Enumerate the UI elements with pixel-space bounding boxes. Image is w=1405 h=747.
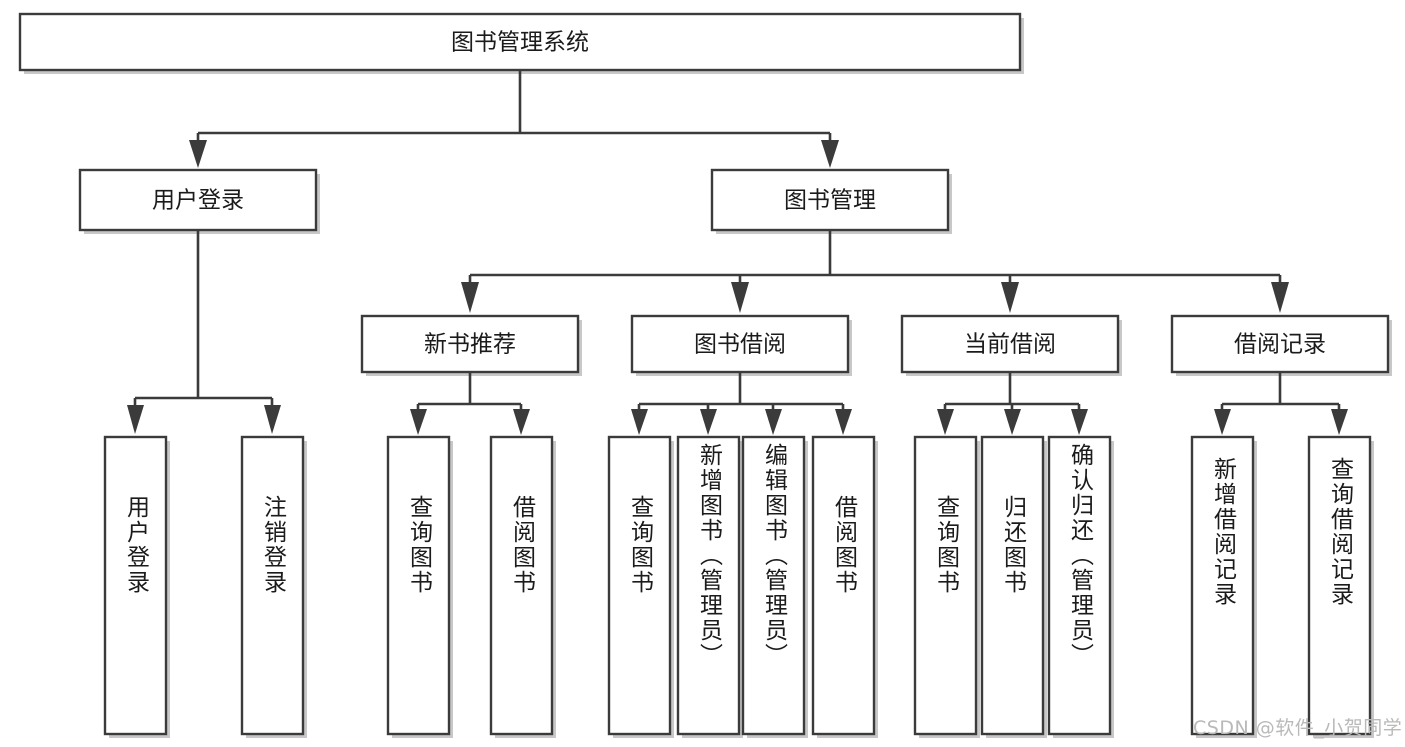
arrow-head-current-borrow bbox=[1001, 282, 1019, 313]
arrow-head-book-borrow bbox=[731, 282, 749, 313]
node-user-login-box bbox=[78, 168, 318, 232]
node-root-box bbox=[18, 12, 1022, 72]
csdn-watermark: CSDN @软件_小贺同学 bbox=[1193, 717, 1403, 739]
connector-current-borrow-to-leaves bbox=[937, 372, 1088, 435]
leaf-box-query-book-1[interactable] bbox=[386, 435, 453, 738]
node-borrow-record-box bbox=[1170, 314, 1390, 374]
leaf-box-add-book[interactable] bbox=[676, 435, 743, 738]
leaf-box-add-record[interactable] bbox=[1190, 435, 1257, 738]
arrow-head-new-book-recommend bbox=[461, 282, 479, 313]
leaf-box-query-book-3[interactable] bbox=[913, 435, 980, 738]
node-root-label: 图书管理系统 bbox=[451, 30, 589, 56]
arrow-head-book-management bbox=[821, 140, 839, 168]
node-user-login-label: 用户登录 bbox=[152, 188, 244, 214]
arrow-head-leaf-borrow-book-1 bbox=[513, 409, 530, 435]
node-current-borrow-box bbox=[900, 314, 1120, 374]
node-book-borrow-label: 图书借阅 bbox=[694, 332, 786, 358]
leaf-boxes bbox=[103, 435, 1374, 738]
leaf-box-query-book-2[interactable] bbox=[607, 435, 674, 738]
node-book-borrow[interactable]: 图书借阅 bbox=[630, 314, 852, 376]
leaf-box-query-record[interactable] bbox=[1307, 435, 1374, 738]
arrow-head-leaf-query-record bbox=[1331, 409, 1348, 435]
arrow-head-leaf-return-book bbox=[1004, 409, 1021, 435]
node-new-book-recommend[interactable]: 新书推荐 bbox=[360, 314, 582, 376]
node-root[interactable]: 图书管理系统 bbox=[18, 12, 1024, 74]
arrow-head-user-login bbox=[189, 140, 207, 168]
node-current-borrow-label: 当前借阅 bbox=[964, 332, 1056, 358]
leaf-box-return-book[interactable] bbox=[980, 435, 1047, 738]
arrow-head-leaf-user-login bbox=[127, 405, 144, 434]
leaf-box-borrow-book-2[interactable] bbox=[811, 435, 878, 738]
arrow-head-leaf-borrow-book-2 bbox=[835, 409, 852, 435]
leaf-box-borrow-book-1[interactable] bbox=[489, 435, 556, 738]
node-user-login[interactable]: 用户登录 bbox=[78, 168, 320, 234]
connector-user-login-to-leaves bbox=[127, 230, 281, 434]
arrow-head-leaf-query-book-3 bbox=[937, 409, 954, 435]
node-book-management-label: 图书管理 bbox=[784, 188, 876, 214]
node-new-book-recommend-label: 新书推荐 bbox=[424, 332, 516, 358]
leaf-box-user-login[interactable] bbox=[103, 435, 170, 738]
arrow-head-leaf-query-book-1 bbox=[410, 409, 427, 435]
leaf-box-edit-book[interactable] bbox=[741, 435, 808, 738]
leaf-box-user-logout[interactable] bbox=[240, 435, 307, 738]
connector-book-management-to-level3 bbox=[461, 230, 1289, 313]
node-current-borrow[interactable]: 当前借阅 bbox=[900, 314, 1122, 376]
node-borrow-record-label: 借阅记录 bbox=[1234, 332, 1326, 358]
leaf-box-confirm-return[interactable] bbox=[1047, 435, 1114, 738]
node-borrow-record[interactable]: 借阅记录 bbox=[1170, 314, 1392, 376]
arrow-head-leaf-add-book bbox=[700, 409, 717, 435]
arrow-head-leaf-user-logout bbox=[264, 405, 281, 434]
arrow-head-leaf-add-record bbox=[1214, 409, 1231, 435]
connector-root-to-level2 bbox=[189, 70, 839, 168]
connector-new-book-recommend-to-leaves bbox=[410, 372, 530, 435]
node-book-management[interactable]: 图书管理 bbox=[710, 168, 952, 234]
node-book-management-box bbox=[710, 168, 950, 232]
arrow-head-leaf-query-book-2 bbox=[631, 409, 648, 435]
arrow-head-borrow-record bbox=[1271, 282, 1289, 313]
arrow-head-leaf-confirm-return bbox=[1071, 409, 1088, 435]
connector-book-borrow-to-leaves bbox=[631, 372, 852, 435]
connector-borrow-record-to-leaves bbox=[1214, 372, 1348, 435]
arrow-head-leaf-edit-book bbox=[765, 409, 782, 435]
node-new-book-recommend-box bbox=[360, 314, 580, 374]
